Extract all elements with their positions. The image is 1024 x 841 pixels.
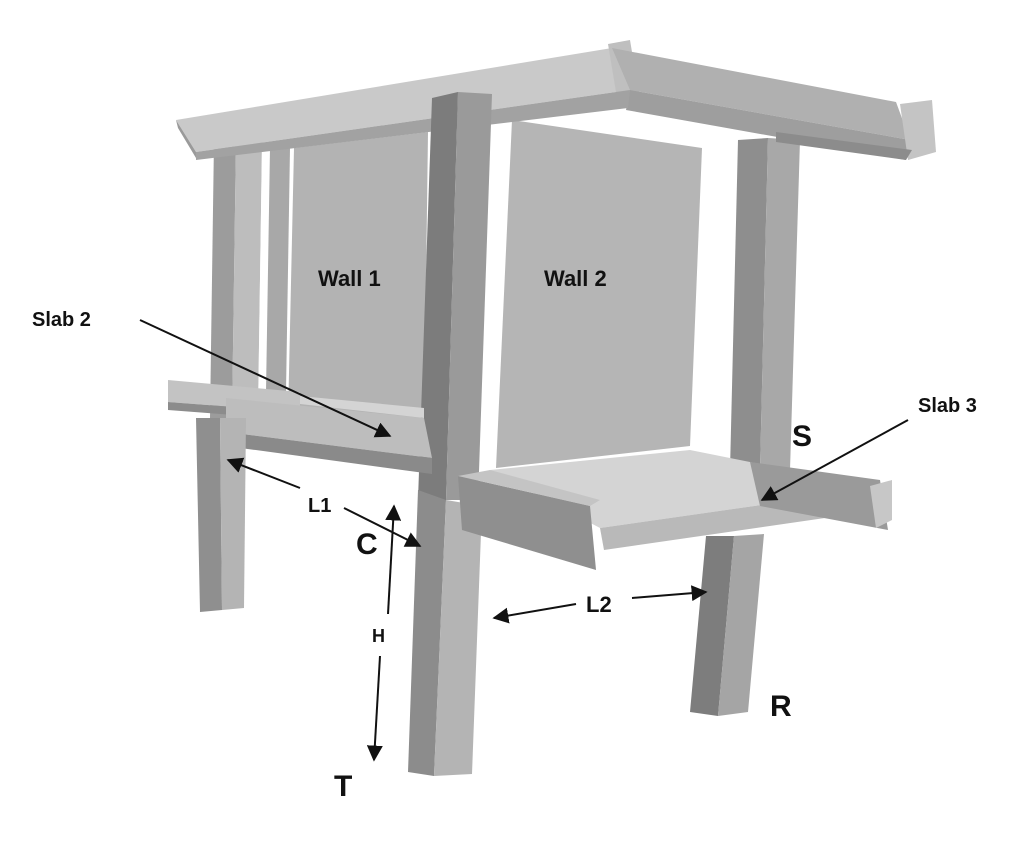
wall-2-label: Wall 2	[544, 266, 607, 291]
slab-2	[168, 380, 432, 474]
roof-slab	[176, 40, 936, 160]
h-arrow-up	[385, 504, 402, 615]
l2-arrow-left	[492, 603, 577, 624]
slab-2-label: Slab 2	[32, 309, 91, 331]
back-left-column	[210, 140, 262, 418]
left-front-column	[196, 418, 246, 612]
l1-arrow-left	[226, 457, 301, 489]
h-label: H	[372, 626, 385, 646]
front-column-upper	[418, 92, 492, 500]
l2-label: L2	[586, 592, 612, 617]
back-inner-column	[258, 148, 300, 410]
dimension-arrows	[139, 319, 909, 762]
c-label: C	[356, 528, 378, 561]
r-label: R	[770, 690, 792, 723]
slab-3-leader	[760, 419, 909, 501]
l1-label: L1	[308, 495, 331, 517]
right-front-column	[690, 534, 764, 716]
front-column-lower	[408, 490, 482, 776]
l1-arrow-right	[343, 507, 422, 547]
t-label: T	[334, 770, 352, 803]
slab-2-leader	[139, 319, 392, 438]
l2-arrow-right	[631, 585, 708, 602]
wall-2	[496, 120, 702, 468]
wall-1-label: Wall 1	[318, 266, 381, 291]
back-right-column	[710, 138, 800, 470]
slab-3-label: Slab 3	[918, 395, 977, 417]
h-arrow-down	[366, 655, 383, 762]
s-label: S	[792, 420, 812, 453]
slab-3	[458, 450, 892, 570]
